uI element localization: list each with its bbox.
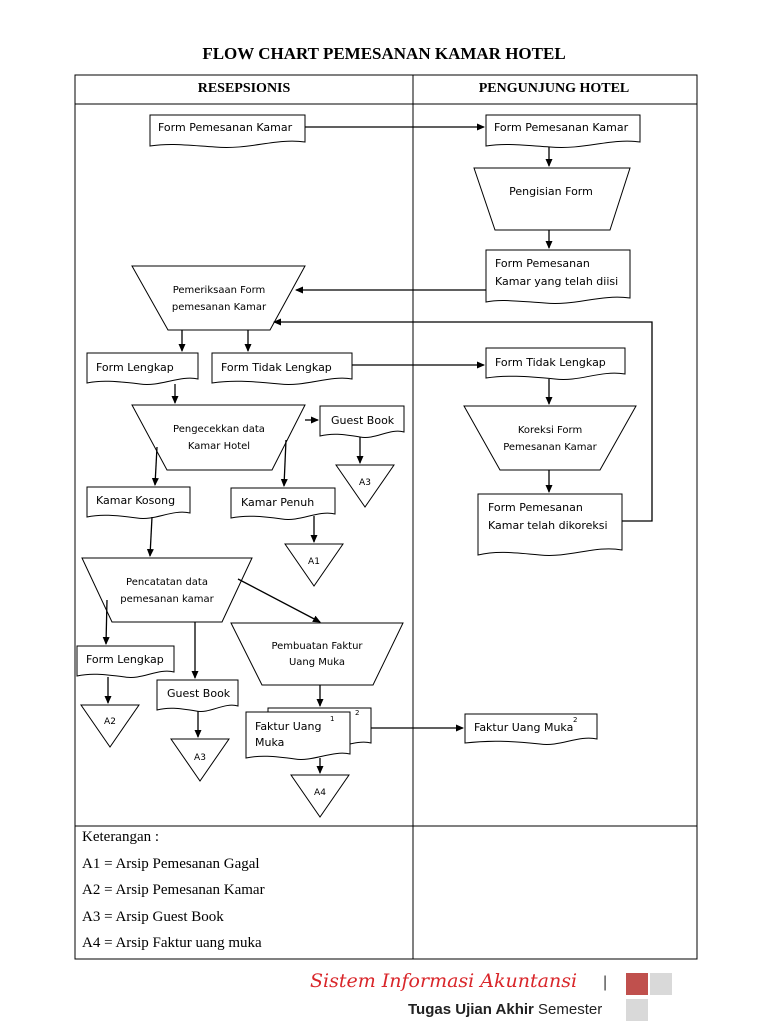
page-title: FLOW CHART PEMESANAN KAMAR HOTEL xyxy=(202,44,566,63)
label-form-telah-diisi-2: Kamar yang telah diisi xyxy=(495,275,618,288)
footer-subtitle-part1: Tugas xyxy=(408,1001,456,1018)
footer-subtitle-part3: Semester xyxy=(533,1001,603,1018)
label-koreksi-1: Koreksi Form xyxy=(518,425,582,436)
arrow-pencatatan-to-pembuatan xyxy=(237,578,321,623)
document-form-telah-diisi xyxy=(485,249,631,304)
archive-a3-top xyxy=(335,464,395,508)
footer-square-red xyxy=(626,973,648,995)
footer-separator: | xyxy=(603,974,608,991)
label-form-telah-diisi-1: Form Pemesanan xyxy=(495,257,590,270)
arrow-pencatatan-to-form-lengkap xyxy=(102,599,110,645)
manual-operation-pengisian-form xyxy=(473,167,631,231)
label-faktur-2: Muka xyxy=(255,736,284,749)
manual-operation-koreksi-form xyxy=(463,405,637,471)
footer-course-title: Sistem Informasi Akuntansi xyxy=(310,970,578,992)
label-pencatatan-2: pemesanan kamar xyxy=(120,594,214,605)
label-pembuatan-2: Uang Muka xyxy=(289,657,345,668)
footer-square-gray-bottom xyxy=(626,999,648,1021)
arrow-pengecekan-to-penuh xyxy=(280,439,288,487)
lane-header-resepsionis: RESEPSIONIS xyxy=(198,81,291,96)
manual-operation-pencatatan-data xyxy=(81,557,253,623)
label-form-dikoreksi-2: Kamar telah dikoreksi xyxy=(488,519,608,532)
label-archive-a1: A1 xyxy=(308,557,320,567)
lane-header-pengunjung: PENGUNJUNG HOTEL xyxy=(479,81,630,96)
label-archive-a2: A2 xyxy=(104,717,116,727)
arrow-pengecekan-to-kosong xyxy=(151,446,159,486)
label-guest-book-2: Guest Book xyxy=(167,687,231,700)
label-pencatatan-1: Pencatatan data xyxy=(126,577,208,588)
label-form-dikoreksi-1: Form Pemesanan xyxy=(488,501,583,514)
document-form-dikoreksi xyxy=(477,493,623,556)
swimlane-table xyxy=(74,74,698,960)
footer-square-gray-top xyxy=(650,973,672,995)
manual-operation-pengecekan-data xyxy=(131,404,306,471)
label-form-lengkap-2: Form Lengkap xyxy=(86,653,164,666)
label-koreksi-2: Pemesanan Kamar xyxy=(503,442,597,453)
label-kamar-kosong: Kamar Kosong xyxy=(96,494,175,507)
document-faktur-pengunjung xyxy=(464,713,598,745)
document-form-tidak-lengkap-resepsionis xyxy=(211,352,353,385)
label-pemeriksaan-2: pemesanan Kamar xyxy=(172,302,267,313)
label-form-pemesanan-kamar-pengunjung: Form Pemesanan Kamar xyxy=(494,121,629,134)
archive-a1 xyxy=(284,543,344,587)
document-kamar-penuh xyxy=(230,487,336,520)
document-form-lengkap-1 xyxy=(86,352,199,385)
label-archive-a4: A4 xyxy=(314,788,326,798)
document-form-tidak-lengkap-pengunjung xyxy=(485,347,626,380)
label-pengisian-form: Pengisian Form xyxy=(509,185,593,198)
arrow-koreksi-loop xyxy=(273,318,653,522)
manual-operation-pembuatan-faktur xyxy=(230,622,404,686)
archive-a3-bottom xyxy=(170,738,230,782)
footer-subtitle-part2: Ujian Akhir xyxy=(455,1001,534,1018)
label-form-lengkap-1: Form Lengkap xyxy=(96,361,174,374)
label-archive-a3-top: A3 xyxy=(359,478,371,488)
label-form-pemesanan-kamar-resepsionis: Form Pemesanan Kamar xyxy=(158,121,293,134)
legend-item-a2: A2 = Arsip Pemesanan Kamar xyxy=(82,882,265,898)
label-pengecekan-2: Kamar Hotel xyxy=(188,441,250,452)
label-pemeriksaan-1: Pemeriksaan Form xyxy=(173,285,266,296)
label-guest-book-1: Guest Book xyxy=(331,414,395,427)
label-form-tidak-lengkap-resepsionis: Form Tidak Lengkap xyxy=(221,361,332,374)
label-pembuatan-1: Pembuatan Faktur xyxy=(271,641,363,652)
arrow-kosong-to-pencatatan xyxy=(146,516,154,557)
label-faktur-pengunjung: Faktur Uang Muka xyxy=(474,721,573,734)
footer-subtitle: Tugas Ujian Akhir Semester xyxy=(408,1001,602,1018)
label-form-tidak-lengkap-pengunjung: Form Tidak Lengkap xyxy=(495,356,606,369)
label-kamar-penuh: Kamar Penuh xyxy=(241,496,314,509)
label-pengecekan-1: Pengecekkan data xyxy=(173,424,265,435)
document-guest-book-2 xyxy=(156,679,239,712)
legend: Keterangan : A1 = Arsip Pemesanan Gagal … xyxy=(82,829,265,951)
label-faktur-pengunjung-sup: 2 xyxy=(573,716,577,724)
document-form-lengkap-2 xyxy=(76,645,175,678)
document-kamar-kosong xyxy=(86,486,191,519)
manual-operation-pemeriksaan-form xyxy=(131,265,306,331)
legend-heading: Keterangan : xyxy=(82,829,159,845)
label-faktur-sup-1: 1 xyxy=(330,715,334,723)
document-faktur-copy-1 xyxy=(245,711,351,760)
archive-a2 xyxy=(80,704,140,748)
archive-a4 xyxy=(290,774,350,818)
label-faktur-1: Faktur Uang xyxy=(255,720,321,733)
label-archive-a3-bottom: A3 xyxy=(194,753,206,763)
document-form-pemesanan-kamar-resepsionis xyxy=(149,114,306,148)
document-form-pemesanan-kamar-pengunjung xyxy=(485,114,641,148)
legend-item-a3: A3 = Arsip Guest Book xyxy=(82,909,224,925)
legend-item-a4: A4 = Arsip Faktur uang muka xyxy=(82,935,262,951)
legend-item-a1: A1 = Arsip Pemesanan Gagal xyxy=(82,856,260,872)
label-faktur-sup-2: 2 xyxy=(355,709,359,717)
